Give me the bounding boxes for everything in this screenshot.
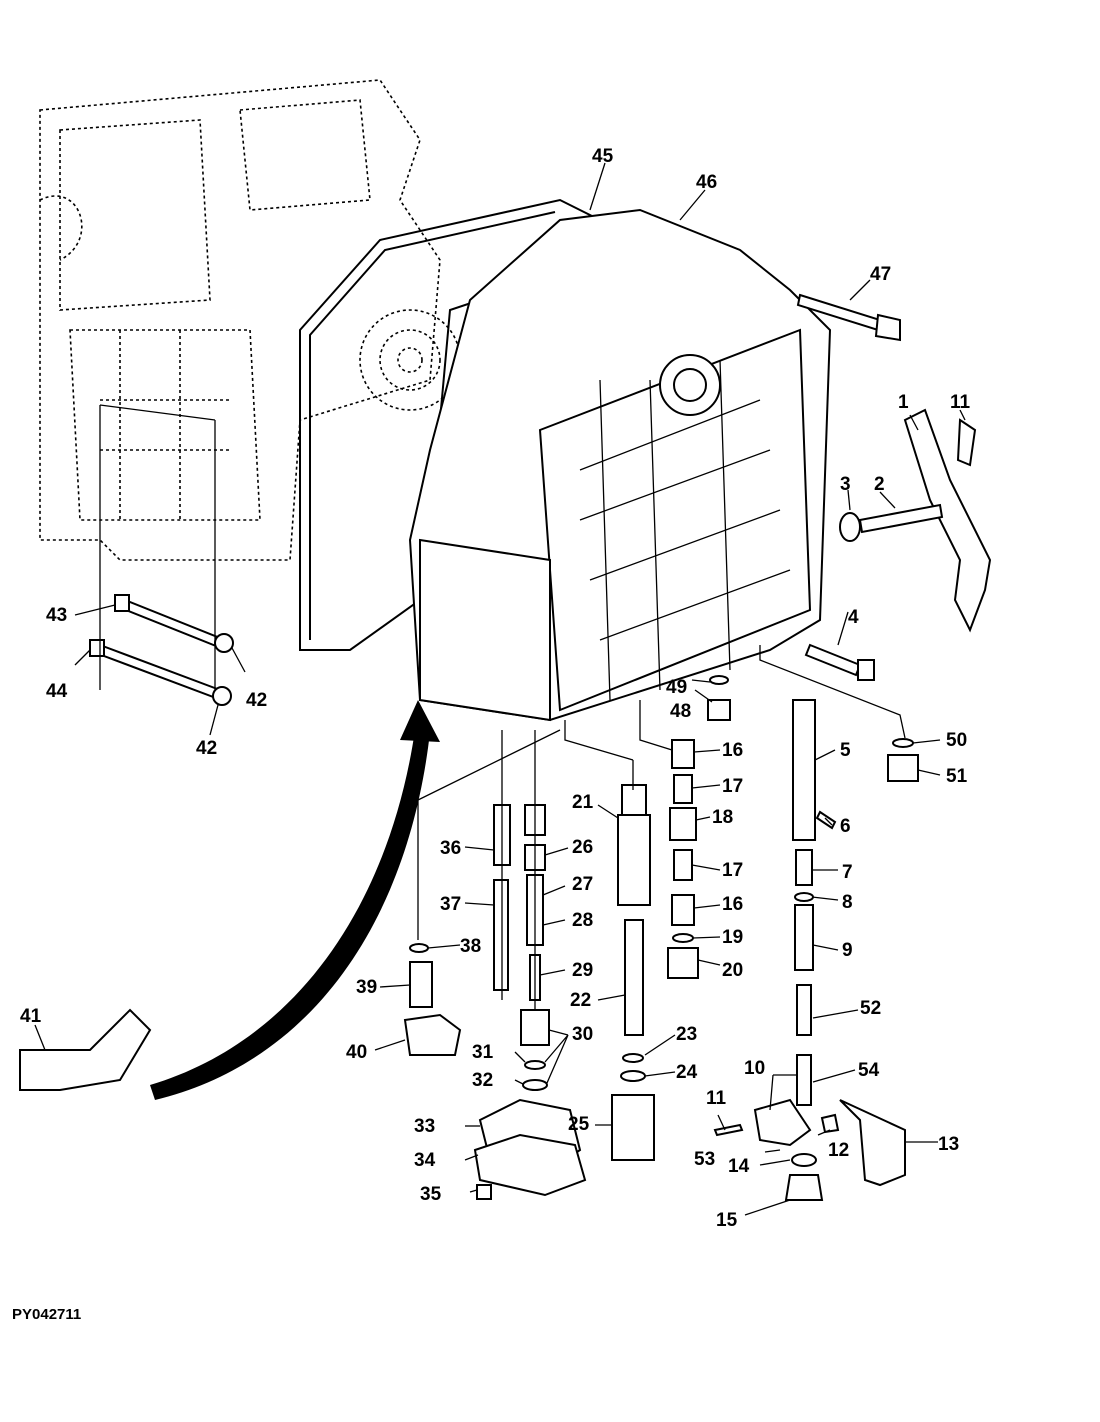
callout-2: 2 <box>874 474 885 495</box>
callout-1: 1 <box>898 392 909 413</box>
plug <box>887 754 919 782</box>
callout-50: 50 <box>946 730 967 751</box>
callout-8: 8 <box>842 892 853 913</box>
callout-5: 5 <box>840 740 851 761</box>
callout-46: 46 <box>696 172 717 193</box>
callout-16-bottom: 16 <box>722 894 743 915</box>
bolt <box>804 643 862 677</box>
callout-15: 15 <box>716 1210 738 1231</box>
callout-36: 36 <box>440 838 461 859</box>
valve-stack-36-37 <box>493 730 511 1000</box>
callout-52: 52 <box>860 998 881 1019</box>
bolt <box>796 293 901 342</box>
callout-16-top: 16 <box>722 740 743 761</box>
callout-38: 38 <box>460 936 481 957</box>
engine-outline-dashed <box>39 79 461 561</box>
callout-37: 37 <box>440 894 461 915</box>
callout-3: 3 <box>840 474 851 495</box>
callout-21: 21 <box>572 792 594 813</box>
callout-26: 26 <box>572 837 593 858</box>
callout-42-lower: 42 <box>196 738 217 759</box>
callout-23: 23 <box>676 1024 697 1045</box>
callout-14: 14 <box>728 1156 750 1177</box>
valve-stack-26-30 <box>520 730 550 1091</box>
linkage-assembly <box>713 1054 906 1201</box>
callout-53: 53 <box>694 1149 715 1170</box>
callout-11-pin: 11 <box>706 1088 727 1109</box>
valve-stack-21-25 <box>611 760 655 1161</box>
callout-20: 20 <box>722 960 743 981</box>
callouts: 1 2 3 4 5 6 7 8 9 10 11 11 12 13 14 15 1… <box>20 146 971 1231</box>
callout-28: 28 <box>572 910 593 931</box>
callout-41: 41 <box>20 1006 42 1027</box>
callout-39: 39 <box>356 977 377 998</box>
callout-27: 27 <box>572 874 593 895</box>
callout-18: 18 <box>712 807 733 828</box>
cover-plate <box>473 1098 587 1200</box>
callout-45: 45 <box>592 146 614 167</box>
callout-44: 44 <box>46 681 68 702</box>
callout-12: 12 <box>828 1140 849 1161</box>
callout-30: 30 <box>572 1024 593 1045</box>
callout-4: 4 <box>848 607 859 628</box>
callout-33: 33 <box>414 1116 435 1137</box>
callout-17-top: 17 <box>722 776 743 797</box>
callout-48: 48 <box>670 701 691 722</box>
callout-25: 25 <box>568 1114 590 1135</box>
callout-17-bottom: 17 <box>722 860 743 881</box>
callout-51: 51 <box>946 766 968 787</box>
bolts-left <box>89 404 234 706</box>
callout-34: 34 <box>414 1150 436 1171</box>
callout-10: 10 <box>744 1058 765 1079</box>
callout-49: 49 <box>666 677 687 698</box>
callout-40: 40 <box>346 1042 367 1063</box>
callout-47: 47 <box>870 264 891 285</box>
callout-24: 24 <box>676 1062 698 1083</box>
transmission-housing <box>408 208 832 722</box>
callout-29: 29 <box>572 960 593 981</box>
callout-54: 54 <box>858 1060 880 1081</box>
fitting-38-40 <box>403 729 561 1056</box>
callout-32: 32 <box>472 1070 493 1091</box>
callout-35: 35 <box>420 1184 442 1205</box>
callout-7: 7 <box>842 862 853 883</box>
leader-lines <box>34 162 966 1216</box>
callout-22: 22 <box>570 990 591 1011</box>
bracket <box>19 1008 152 1091</box>
figure-code: PY042711 <box>12 1306 82 1323</box>
callout-19: 19 <box>722 927 743 948</box>
plug <box>707 699 731 721</box>
callout-31: 31 <box>472 1042 494 1063</box>
direction-arrow <box>150 730 430 1100</box>
callout-43: 43 <box>46 605 67 626</box>
callout-9: 9 <box>842 940 853 961</box>
lever-assembly <box>839 408 992 633</box>
callout-13: 13 <box>938 1134 959 1155</box>
valve-stack-16-20 <box>667 739 699 979</box>
callout-6: 6 <box>840 816 851 837</box>
callout-42-upper: 42 <box>246 690 267 711</box>
callout-11-lever: 11 <box>950 392 971 413</box>
valve-stack-5-9 <box>792 699 837 1036</box>
